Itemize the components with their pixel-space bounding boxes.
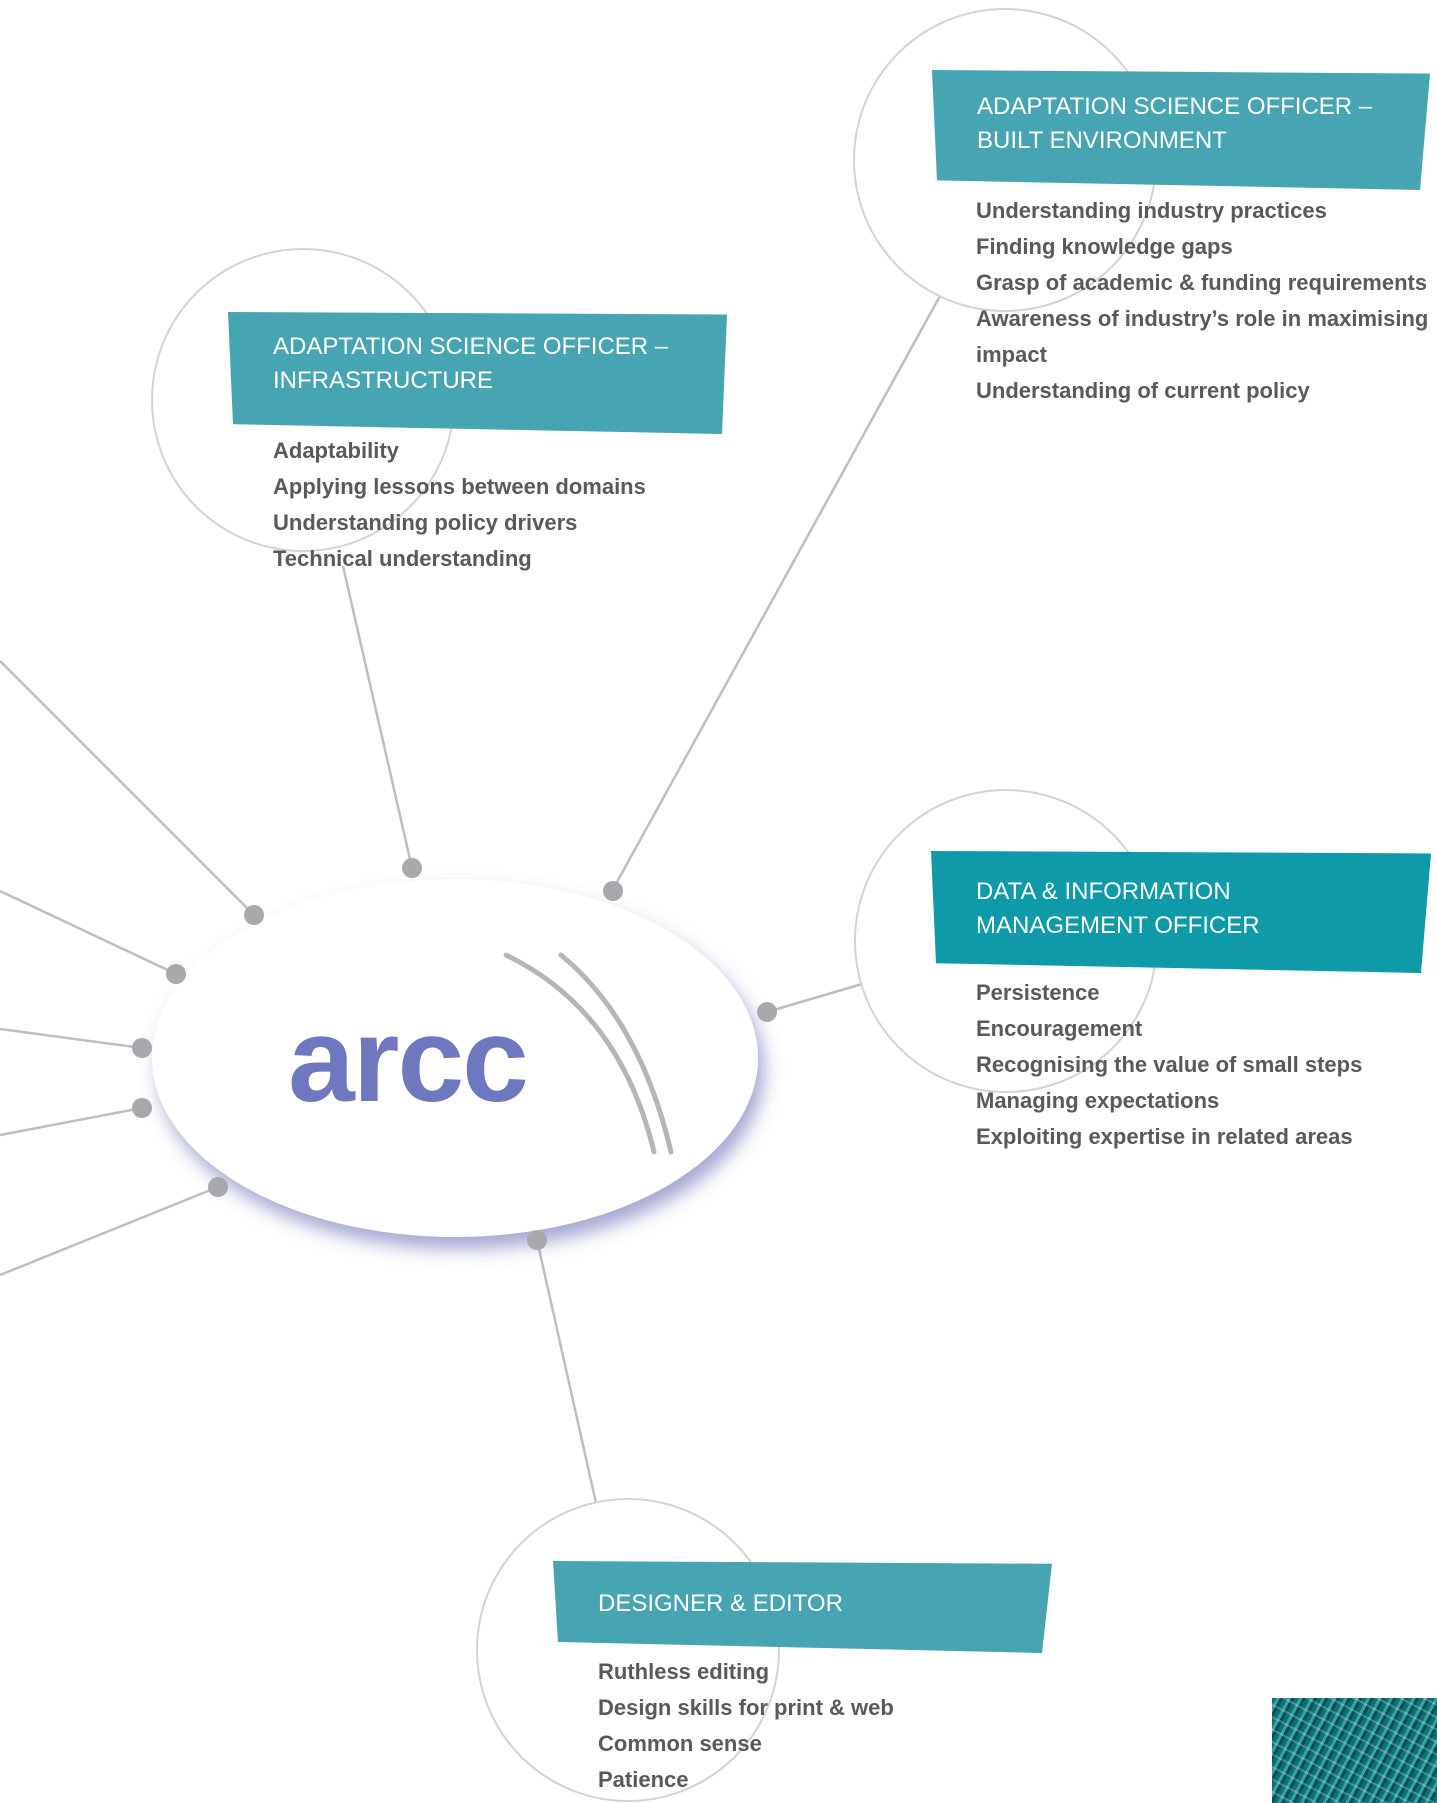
skill-item: Finding knowledge gaps (976, 234, 1233, 259)
connector-designer-editor (535, 1239, 598, 1504)
skills-list-data-information: Persistence Encouragement Recognising th… (976, 975, 1362, 1155)
connector-dot (208, 1177, 228, 1197)
logo-arc-inner (503, 952, 657, 1155)
role-title-line: ADAPTATION SCIENCE OFFICER – (977, 93, 1373, 120)
connector-dot (244, 905, 264, 925)
role-title-line: MANAGEMENT OFFICER (976, 912, 1260, 939)
building-photo-thumbnail (1272, 1698, 1437, 1803)
role-title-infrastructure: ADAPTATION SCIENCE OFFICER – INFRASTRUCT… (228, 312, 727, 434)
skills-list-built-environment: Understanding industry practices Finding… (976, 193, 1436, 409)
connector-offscreen-3 (0, 1027, 143, 1050)
skill-item: Design skills for print & web (598, 1695, 894, 1720)
logo-arc-outer (558, 952, 674, 1155)
skills-list-designer-editor: Ruthless editing Design skills for print… (598, 1654, 894, 1798)
connector-infrastructure (341, 565, 414, 869)
connector-dot (603, 881, 623, 901)
connector-offscreen-1 (0, 660, 255, 916)
skill-item: Persistence (976, 980, 1100, 1005)
connector-offscreen-2 (0, 889, 177, 976)
connector-offscreen-4 (0, 1106, 143, 1137)
role-title-designer-editor: DESIGNER & EDITOR (553, 1561, 1052, 1653)
connector-dot (757, 1002, 777, 1022)
skill-item: Adaptability (273, 438, 399, 463)
connector-data-information (766, 982, 863, 1014)
role-title-line: DATA & INFORMATION (976, 878, 1231, 905)
skill-item: Ruthless editing (598, 1659, 770, 1684)
center-ellipse (152, 879, 758, 1237)
skill-item: Exploiting expertise in related areas (976, 1124, 1353, 1149)
role-title-line: BUILT ENVIRONMENT (977, 127, 1227, 154)
connector-dot (527, 1230, 547, 1250)
skill-item: Awareness of industry’s role in maximisi… (976, 306, 1429, 367)
connector-dot (402, 858, 422, 878)
skill-item: Recognising the value of small steps (976, 1052, 1363, 1077)
role-title-line: INFRASTRUCTURE (273, 367, 493, 394)
circle-designer-editor (476, 1498, 780, 1802)
role-title-line: DESIGNER & EDITOR (598, 1590, 843, 1617)
connector-dot (132, 1038, 152, 1058)
connector-offscreen-5 (0, 1185, 219, 1277)
skill-item: Applying lessons between domains (273, 474, 646, 499)
skill-item: Understanding policy drivers (273, 510, 578, 535)
connector-dot (132, 1098, 152, 1118)
skill-item: Grasp of academic & funding requirements (976, 270, 1428, 295)
skills-list-infrastructure: Adaptability Applying lessons between do… (273, 433, 646, 577)
role-title-built-environment: ADAPTATION SCIENCE OFFICER – BUILT ENVIR… (932, 70, 1430, 190)
connector-built-environment (610, 295, 942, 892)
role-title-line: ADAPTATION SCIENCE OFFICER – (273, 333, 669, 360)
skill-item: Technical understanding (273, 546, 532, 571)
arcc-logo: arcc (288, 993, 527, 1127)
skill-item: Encouragement (976, 1016, 1143, 1041)
role-title-data-information: DATA & INFORMATION MANAGEMENT OFFICER (931, 851, 1431, 973)
skill-item: Understanding of current policy (976, 378, 1310, 403)
skill-item: Understanding industry practices (976, 198, 1327, 223)
connector-dot (166, 964, 186, 984)
skill-item: Patience (598, 1767, 689, 1792)
skill-item: Common sense (598, 1731, 762, 1756)
skill-item: Managing expectations (976, 1088, 1220, 1113)
